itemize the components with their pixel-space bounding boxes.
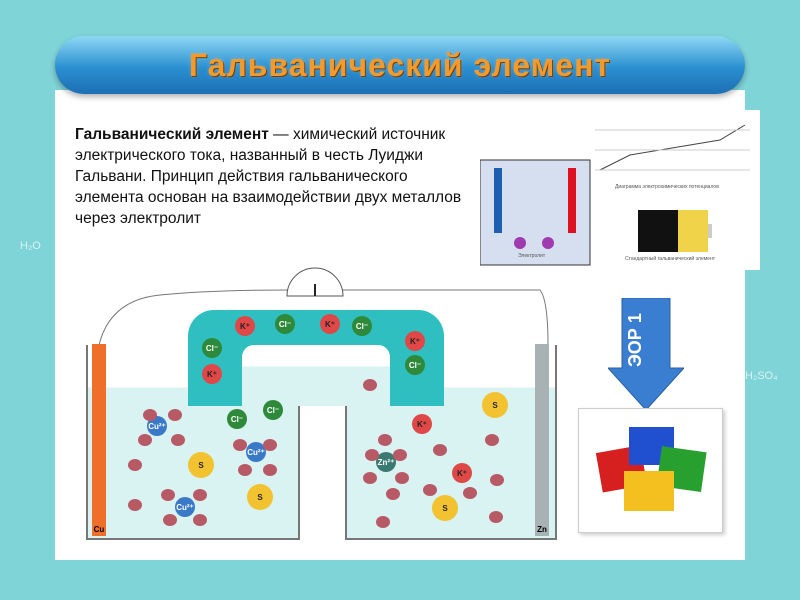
water-molecule: [433, 444, 447, 456]
zinc-label: Zn: [537, 525, 547, 534]
water-molecule: [143, 409, 157, 421]
water-molecule: [386, 488, 400, 500]
intro-text: Гальванический элемент — химический исто…: [75, 124, 475, 229]
water-molecule: [128, 499, 142, 511]
water-molecule: [485, 434, 499, 446]
intro-body: — химический источник электрического ток…: [75, 126, 462, 227]
water-molecule: [395, 472, 409, 484]
ion-cl: Cl⁻: [227, 409, 247, 429]
ion-cl: Cl⁻: [405, 355, 425, 375]
water-molecule: [168, 409, 182, 421]
slide-title: Гальванический элемент: [188, 46, 612, 83]
water-molecule: [423, 484, 437, 496]
eor-label[interactable]: ЭОР 1: [625, 313, 645, 367]
ion-cl: Cl⁻: [263, 400, 283, 420]
water-molecule: [193, 489, 207, 501]
water-molecule: [363, 472, 377, 484]
water-molecule: [193, 514, 207, 526]
ion-s: S: [247, 484, 273, 510]
ion-cl: Cl⁻: [352, 316, 372, 336]
water-molecule: [489, 511, 503, 523]
copper-electrode: Cu: [92, 344, 106, 536]
ion-s: S: [188, 452, 214, 478]
ion-cu: Cu²⁺: [175, 497, 195, 517]
water-molecule: [376, 516, 390, 528]
ion-k: K⁺: [405, 331, 425, 351]
water-molecule: [263, 464, 277, 476]
water-molecule: [490, 474, 504, 486]
water-molecule: [393, 449, 407, 461]
zinc-electrode: Zn: [535, 344, 549, 536]
title-banner: Гальванический элемент: [55, 36, 745, 94]
water-molecule: [463, 487, 477, 499]
intro-term: Гальванический элемент: [75, 126, 269, 143]
ion-cl: Cl⁻: [275, 314, 295, 334]
ion-k: K⁺: [202, 364, 222, 384]
water-molecule: [163, 514, 177, 526]
salt-bridge-gap: [242, 345, 390, 406]
water-molecule: [171, 434, 185, 446]
puzzle-icon: [595, 427, 707, 511]
ion-zn: Zn²⁺: [376, 452, 396, 472]
ion-cu: Cu²⁺: [246, 442, 266, 462]
puzzle-image: [578, 408, 723, 533]
down-arrow-icon: [608, 298, 684, 410]
water-molecule: [238, 464, 252, 476]
copper-label: Cu: [93, 525, 105, 534]
ion-s: S: [432, 495, 458, 521]
ion-k: K⁺: [412, 414, 432, 434]
chemistry-decoration: H₂SO₄: [745, 370, 778, 382]
ion-cu: Cu²⁺: [147, 416, 167, 436]
reference-illustrations: [479, 124, 750, 266]
water-molecule: [233, 439, 247, 451]
ion-k: K⁺: [320, 314, 340, 334]
battery-caption: Стандартный гальванический элемент: [625, 256, 715, 262]
diagram-caption: Электролит: [518, 253, 546, 259]
water-molecule: [263, 439, 277, 451]
water-molecule: [128, 459, 142, 471]
water-molecule: [365, 449, 379, 461]
chart-caption: Диаграмма электрохимических потенциалов: [615, 184, 719, 190]
ion-k: K⁺: [452, 463, 472, 483]
water-molecule: [161, 489, 175, 501]
water-molecule: [378, 434, 392, 446]
ion-k: K⁺: [235, 316, 255, 336]
reference-images: Электролит Диаграмма электрохимических п…: [479, 110, 760, 270]
chemistry-decoration: H₂O: [20, 240, 41, 252]
water-molecule: [138, 434, 152, 446]
ion-cl: Cl⁻: [202, 338, 222, 358]
ion-s: S: [482, 392, 508, 418]
water-molecule: [363, 379, 377, 391]
